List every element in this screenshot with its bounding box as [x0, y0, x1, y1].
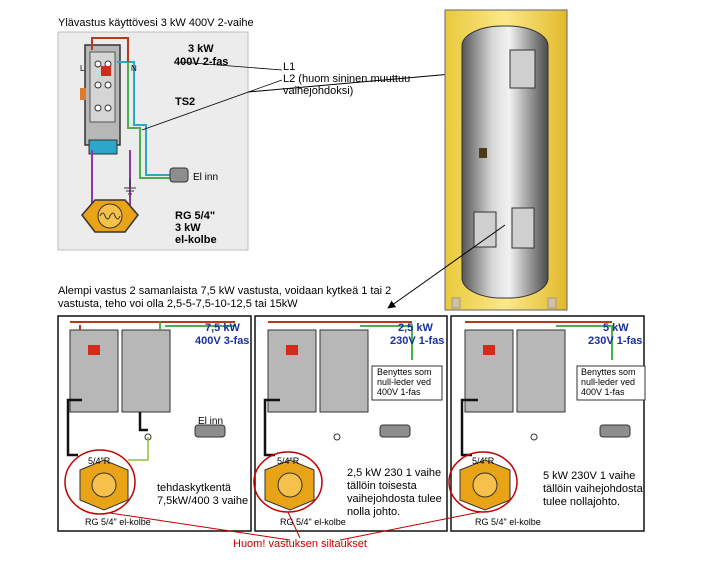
panel3-note-b: tällöin vaihejohdosta [543, 483, 643, 495]
water-heater-tank [444, 9, 568, 311]
panel3-note1: Benyttes som [581, 367, 636, 377]
panel2-note-c: vaihejohdosta tulee [347, 493, 442, 505]
panel2-kw: 2,5 kW [398, 322, 433, 334]
top-rating-kw: 3 kW [188, 43, 214, 55]
top-rating-phase: 400V 2-fas [174, 56, 229, 68]
factory-note-1: tehdaskytkentä [157, 482, 231, 494]
lower-panel-3 [448, 315, 646, 532]
rg-line3: el-kolbe [175, 234, 217, 246]
panel2-note-b: tällöin toisesta [347, 480, 417, 492]
term-l: L [80, 64, 85, 73]
panel2-note-d: nolla johto. [347, 506, 401, 518]
panel1-bottom: RG 5/4" el-kolbe [85, 517, 151, 527]
panel2-bottom: RG 5/4" el-kolbe [280, 517, 346, 527]
panel3-kw: 5 kW [603, 322, 629, 334]
panel3-rg: 5/4"R [472, 456, 495, 466]
panel2-note1: Benyttes som [377, 367, 432, 377]
lower-intro-line2: vastusta, teho voi olla 2,5-5-7,5-10-12,… [58, 298, 298, 310]
panel1-volt: 400V 3-fas [195, 335, 250, 347]
panel2-rg: 5/4"R [277, 456, 300, 466]
top-title: Ylävastus käyttövesi 3 kW 400V 2-vaihe [58, 17, 254, 29]
panel2-note-a: 2,5 kW 230 1 vaihe [347, 467, 442, 479]
rg-line2: 3 kW [175, 222, 201, 234]
panel1-kw: 7,5 kW [205, 322, 240, 334]
panel3-note3: 400V 1-fas [581, 387, 625, 397]
panel3-volt: 230V 1-fas [588, 335, 643, 347]
lower-intro-line1: Alempi vastus 2 samanlaista 7,5 kW vastu… [58, 285, 392, 297]
callout-l2-a: L2 (huom sininen muuttuu [283, 73, 411, 85]
factory-note-2: 7,5kW/400 3 vaihe [157, 495, 249, 507]
top-el-inn: El inn [193, 172, 219, 183]
term-n: N [131, 64, 137, 73]
panel3-note-a: 5 kW 230V 1 vaihe [543, 470, 636, 482]
panel2-note2: null-leder ved [377, 377, 432, 387]
ts2-label: TS2 [175, 96, 196, 108]
callout-l1: L1 [283, 61, 296, 73]
panel3-note2: null-leder ved [581, 377, 636, 387]
top-wiring-panel [57, 31, 249, 251]
panel2-volt: 230V 1-fas [390, 335, 445, 347]
bridge-note: Huom! vastuksen siltaukset [233, 538, 367, 550]
lower-panel-2 [253, 315, 448, 532]
callout-l2-b: vaihejohdoksi) [283, 85, 354, 97]
panel2-note3: 400V 1-fas [377, 387, 421, 397]
lower-panel-1 [57, 315, 252, 532]
panel3-note-c: tulee nollajohto. [543, 496, 621, 508]
panel3-bottom: RG 5/4" el-kolbe [475, 517, 541, 527]
panel1-el-inn: El inn [198, 416, 224, 427]
rg-line1: RG 5/4" [175, 210, 216, 222]
panel1-rg: 5/4"R [88, 456, 111, 466]
